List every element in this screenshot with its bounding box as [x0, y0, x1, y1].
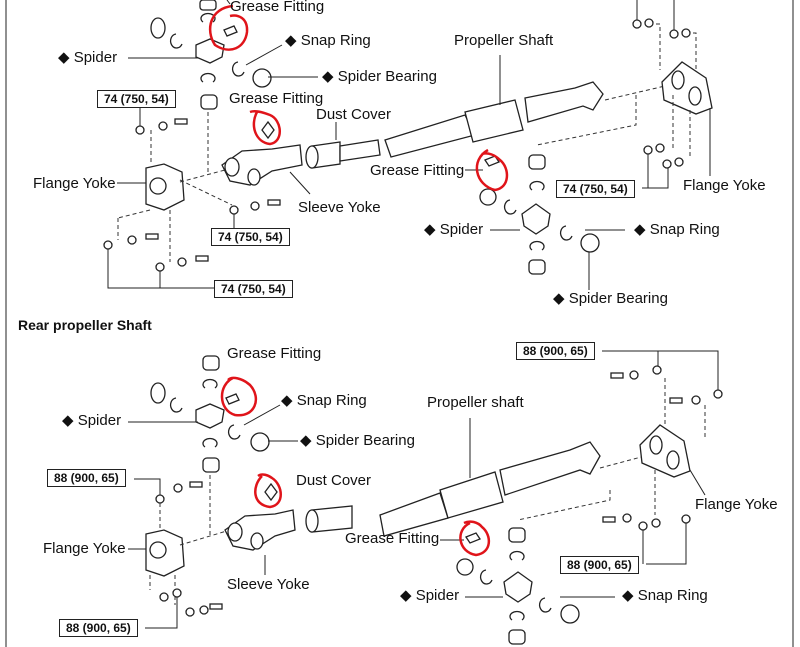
front-grease-fitting-label-1: Grease Fitting: [230, 0, 325, 15]
rear-sleeve-yoke-label: Sleeve Yoke: [227, 576, 310, 593]
rear-spider-bearing-label-1: ◆ Spider Bearing: [300, 432, 415, 449]
rear-spider-label-2: ◆ Spider: [400, 587, 460, 604]
front-spider-label-2: ◆ Spider: [424, 221, 484, 238]
front-spider-assembly-right: [465, 154, 625, 290]
red-circle-annotation: [220, 376, 258, 417]
red-circle-annotation: [254, 473, 282, 509]
rear-flange-yoke-right: [517, 350, 723, 565]
front-dust-cover-label: Dust Cover: [316, 106, 392, 123]
rear-dust-cover-label: Dust Cover: [296, 472, 372, 489]
red-circle-annotation: [459, 520, 490, 557]
torque-spec-box: 88 (900, 65): [47, 469, 126, 487]
rear-propeller-shaft-label: Propeller shaft: [427, 394, 524, 411]
rear-spider-assembly-right: [440, 527, 615, 645]
rear-grease-fitting-label-1: Grease Fitting: [227, 345, 322, 362]
front-flange-yoke-label-2: Flange Yoke: [683, 177, 766, 194]
front-grease-fitting-label-2: Grease Fitting: [229, 90, 324, 107]
rear-dust-cover: [305, 505, 353, 533]
rear-flange-yoke-label-1: Flange Yoke: [43, 540, 126, 557]
front-sleeve-yoke: [221, 120, 311, 195]
front-propeller-shaft: [384, 55, 666, 158]
rear-section-heading: Rear propeller Shaft: [18, 317, 152, 333]
torque-spec-box: 74 (750, 54): [214, 280, 293, 298]
front-dust-cover: [305, 122, 381, 169]
front-spider-label-1: ◆ Spider: [58, 49, 118, 66]
torque-spec-box: 74 (750, 54): [556, 180, 635, 198]
rear-sleeve-yoke: [224, 482, 296, 575]
front-spider-bearing-label-1: ◆ Spider Bearing: [322, 68, 437, 85]
rear-snap-ring-label-1: ◆ Snap Ring: [281, 392, 367, 409]
front-flange-yoke-left: [103, 108, 281, 289]
torque-spec-box: 88 (900, 65): [59, 619, 138, 637]
red-circle-annotation: [249, 109, 281, 146]
front-flange-yoke-label-1: Flange Yoke: [33, 175, 116, 192]
torque-spec-box: 88 (900, 65): [560, 556, 639, 574]
rear-grease-fitting-label-2: Grease Fitting: [345, 530, 440, 547]
front-snap-ring-label-1: ◆ Snap Ring: [285, 32, 371, 49]
front-propeller-shaft-label: Propeller Shaft: [454, 32, 554, 49]
rear-flange-yoke-label-2: Flange Yoke: [695, 496, 778, 513]
rear-propeller-shaft: [379, 418, 646, 537]
front-grease-fitting-label-3: Grease Fitting: [370, 162, 465, 179]
torque-spec-box: 88 (900, 65): [516, 342, 595, 360]
front-flange-yoke-right: [536, 0, 713, 189]
rear-spider-label-1: ◆ Spider: [62, 412, 122, 429]
torque-spec-box: 74 (750, 54): [97, 90, 176, 108]
front-spider-bearing-label-2: ◆ Spider Bearing: [553, 290, 668, 307]
front-snap-ring-label-2: ◆ Snap Ring: [634, 221, 720, 238]
rear-flange-yoke-left: [128, 478, 231, 629]
front-sleeve-yoke-label: Sleeve Yoke: [298, 199, 381, 216]
torque-spec-box: 74 (750, 54): [211, 228, 290, 246]
rear-snap-ring-label-2: ◆ Snap Ring: [622, 587, 708, 604]
rear-spider-assembly-left: [128, 355, 298, 535]
red-circle-annotation: [475, 148, 509, 192]
red-circle-annotation: [208, 4, 249, 51]
